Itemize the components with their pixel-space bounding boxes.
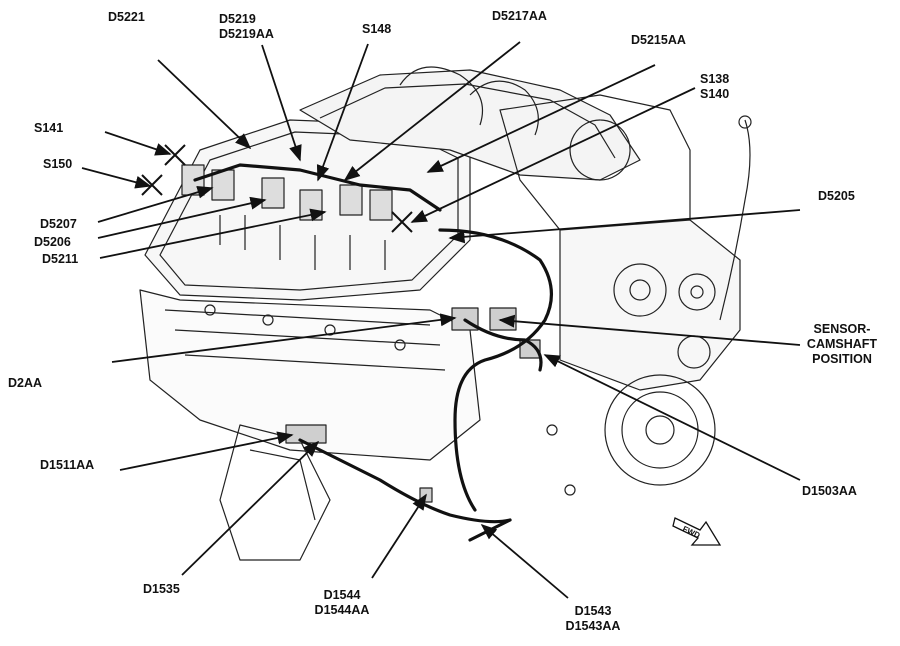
leader-s148 <box>316 43 369 182</box>
leader-sensor <box>498 314 801 346</box>
leader-d1535 <box>181 440 320 576</box>
callout-d5221: D5221 <box>108 10 145 25</box>
callout-d1503aa-line1: D1503AA <box>802 484 857 498</box>
callout-d1544-line1: D1544 <box>323 588 361 602</box>
leader-d5217aa <box>343 41 521 182</box>
leader-d1503aa <box>543 354 801 481</box>
leader-d1511aa <box>119 431 294 471</box>
callout-d1535: D1535 <box>143 582 180 597</box>
fwd-badge-text: FWD <box>681 524 702 540</box>
leader-d1543 <box>480 523 569 599</box>
leader-d5211 <box>99 208 327 259</box>
forward-arrow-badge: FWD <box>672 517 722 546</box>
callout-d5217aa: D5217AA <box>492 9 547 24</box>
callout-s138-line2: S140 <box>700 87 730 101</box>
leader-d5205 <box>448 209 801 244</box>
callout-d1543-line1: D1543 <box>574 604 612 618</box>
leader-d5206 <box>97 196 267 239</box>
callout-d1503aa: D1503AA <box>802 484 857 499</box>
callout-sensor-line2: CAMSHAFT <box>806 337 878 351</box>
leader-d2aa <box>111 313 457 363</box>
leader-d5221 <box>157 59 252 150</box>
callout-d5206-line1: D5206 <box>34 235 71 249</box>
callout-s138-line1: S138 <box>700 72 730 86</box>
leader-s150 <box>81 167 152 189</box>
callout-d5205-line1: D5205 <box>818 189 855 203</box>
callout-d5221-line1: D5221 <box>108 10 145 24</box>
callout-d1511aa-line1: D1511AA <box>40 458 95 472</box>
callout-d5215aa: D5215AA <box>631 33 686 48</box>
callout-d5217aa-line1: D5217AA <box>492 9 547 23</box>
callout-d1535-line1: D1535 <box>143 582 180 596</box>
callout-d1544-line2: D1544AA <box>314 603 370 617</box>
leader-lines <box>81 41 801 599</box>
callout-s148-line1: S148 <box>362 22 392 36</box>
callout-d5207-line1: D5207 <box>40 217 77 231</box>
callout-d5219-line2: D5219AA <box>219 27 274 41</box>
callout-d5215aa-line1: D5215AA <box>631 33 686 47</box>
callout-d1543-line2: D1543AA <box>565 619 621 633</box>
wiring-harness <box>193 163 554 542</box>
callout-sensor-camshaft-position: SENSOR- CAMSHAFT POSITION <box>804 322 880 367</box>
callout-d5211-line1: D5211 <box>42 252 79 266</box>
callout-d5219: D5219 D5219AA <box>219 12 274 42</box>
callout-d1543: D1543 D1543AA <box>555 604 631 634</box>
callout-sensor-line1: SENSOR- <box>813 322 871 336</box>
callout-d2aa: D2AA <box>8 376 42 391</box>
callout-s148: S148 <box>362 22 391 37</box>
leader-d1544 <box>371 493 427 579</box>
callout-d5219-line1: D5219 <box>219 12 256 26</box>
leader-d5219 <box>261 44 302 162</box>
callout-s150-line1: S150 <box>43 157 73 171</box>
callout-d5211: D5211 <box>42 252 78 267</box>
callout-s138-s140: S138 S140 <box>700 72 729 102</box>
callout-s150: S150 <box>43 157 72 172</box>
callout-d5205: D5205 <box>818 189 855 204</box>
leader-d5215aa <box>426 64 656 173</box>
callout-s141-line1: S141 <box>34 121 64 135</box>
callout-d1544: D1544 D1544AA <box>304 588 380 618</box>
callout-d1511aa: D1511AA <box>40 458 94 473</box>
callout-d5206: D5206 <box>34 235 71 250</box>
callout-s141: S141 <box>34 121 63 136</box>
leader-d5207 <box>97 185 214 223</box>
callout-d2aa-line1: D2AA <box>8 376 43 390</box>
leader-s138 <box>410 87 696 223</box>
engine-block <box>139 66 752 561</box>
callout-sensor-line3: POSITION <box>812 352 872 366</box>
callout-d5207: D5207 <box>40 217 77 232</box>
leader-s141 <box>104 131 172 156</box>
